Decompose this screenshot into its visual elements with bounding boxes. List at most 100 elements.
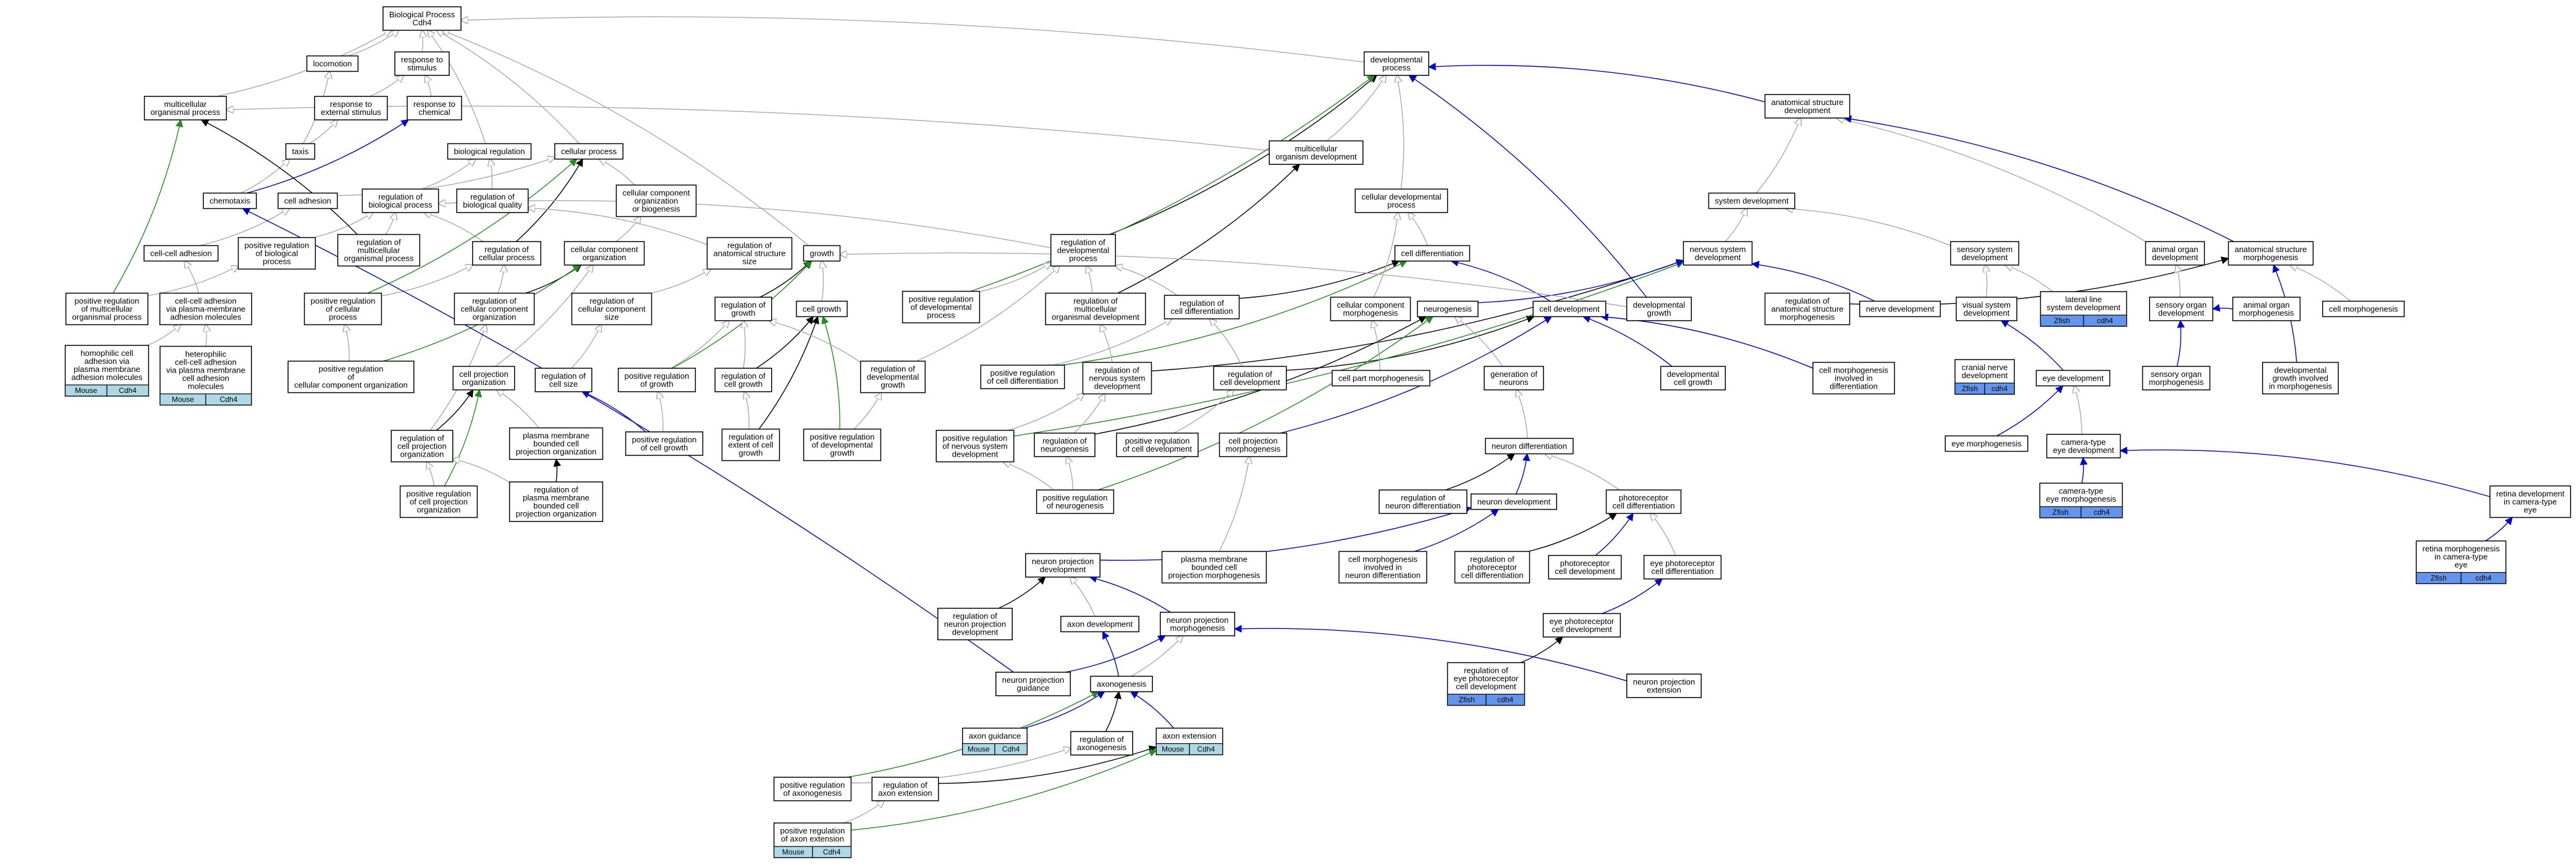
term-node-cell-adh[interactable]: cell adhesion xyxy=(277,192,338,209)
term-node-cc-adh[interactable]: cell-cell adhesion xyxy=(143,245,219,262)
term-node-nerve-dev[interactable]: nerve development xyxy=(1859,300,1941,318)
term-node-neuron-dev[interactable]: neuron development xyxy=(1470,493,1558,510)
term-node-eye-morph[interactable]: eye morphogenesis xyxy=(1945,435,2029,452)
term-node-axon-dev[interactable]: axon development xyxy=(1060,615,1139,633)
term-node-cell-growth[interactable]: cell growth xyxy=(796,300,848,318)
term-node-cell-diff[interactable]: cell differentiation xyxy=(1394,245,1471,262)
term-node-bio-reg[interactable]: biological regulation xyxy=(447,143,532,160)
term-node-cell-morph[interactable]: cell morphogenesis xyxy=(2322,300,2405,318)
term-node-chemotaxis[interactable]: chemotaxis xyxy=(203,192,257,209)
term-node-eye-dev[interactable]: eye development xyxy=(2035,369,2111,387)
term-node-cell-proc[interactable]: cellular process xyxy=(554,143,623,160)
term-node-axonogenesis[interactable]: axonogenesis xyxy=(1090,675,1153,693)
term-node-neurogenesis[interactable]: neurogenesis xyxy=(1417,300,1479,318)
term-node-cell-part-morph[interactable]: cell part morphogenesis xyxy=(1332,369,1430,387)
term-node-growth[interactable]: growth xyxy=(803,245,841,262)
term-node-taxis[interactable]: taxis xyxy=(285,143,316,160)
term-node-cell-dev[interactable]: cell development xyxy=(1532,300,1607,318)
term-node-sys-dev[interactable]: system development xyxy=(1708,192,1796,209)
term-node-locomotion[interactable]: locomotion xyxy=(306,55,359,72)
